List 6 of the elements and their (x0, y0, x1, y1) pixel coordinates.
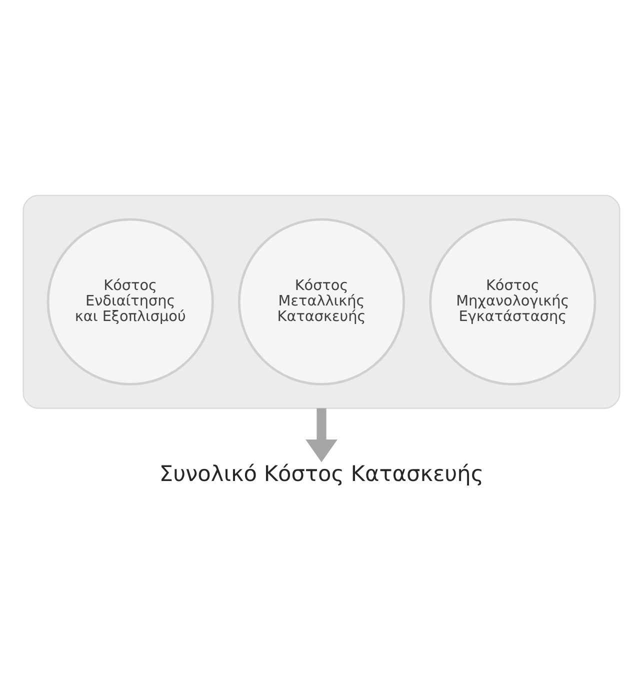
node-circle: Κόστος Μηχανολογικής Εγκατάστασης (429, 218, 596, 385)
arrow (306, 408, 338, 462)
node-circle: Κόστος Ενδιαίτησης και Εξοπλισμού (46, 218, 214, 385)
node-circle: Κόστος Μεταλλικής Κατασκευής (238, 218, 406, 385)
node-text: Συνολικό Κόστος Κατασκευής (159, 461, 484, 486)
cluster (22, 194, 620, 408)
